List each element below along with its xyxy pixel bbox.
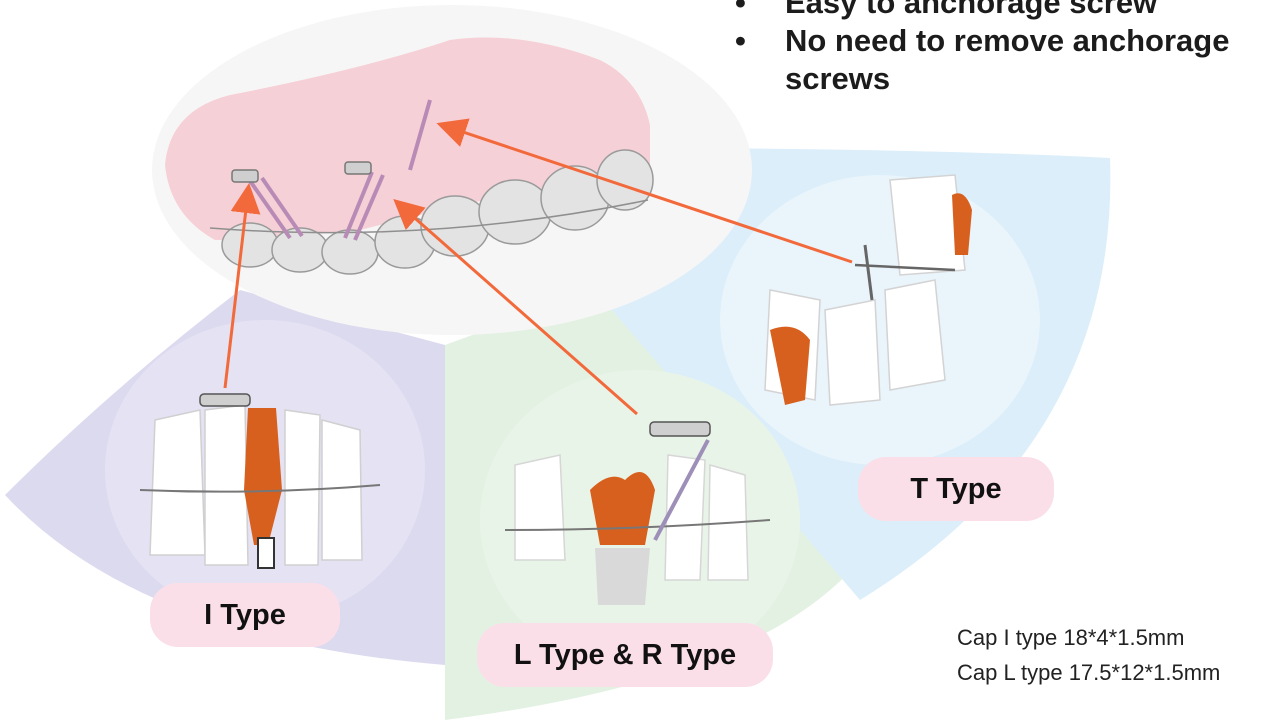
- feature-item: •Easy to anchorage screw: [735, 0, 1267, 22]
- feature-list: •Easy to anchorage screw •No need to rem…: [735, 0, 1267, 98]
- feature-text: Easy to anchorage screw: [785, 0, 1157, 20]
- spec-line: Cap I type 18*4*1.5mm: [957, 620, 1220, 655]
- l-r-type-label: L Type & R Type: [477, 623, 773, 687]
- cap-specs: Cap I type 18*4*1.5mm Cap L type 17.5*12…: [957, 620, 1220, 690]
- t-type-label: T Type: [858, 457, 1054, 521]
- spec-line: Cap L type 17.5*12*1.5mm: [957, 655, 1220, 690]
- feature-text: No need to remove anchorage screws: [785, 23, 1229, 96]
- feature-item: •No need to remove anchorage screws: [735, 22, 1267, 98]
- i-type-label: I Type: [150, 583, 340, 647]
